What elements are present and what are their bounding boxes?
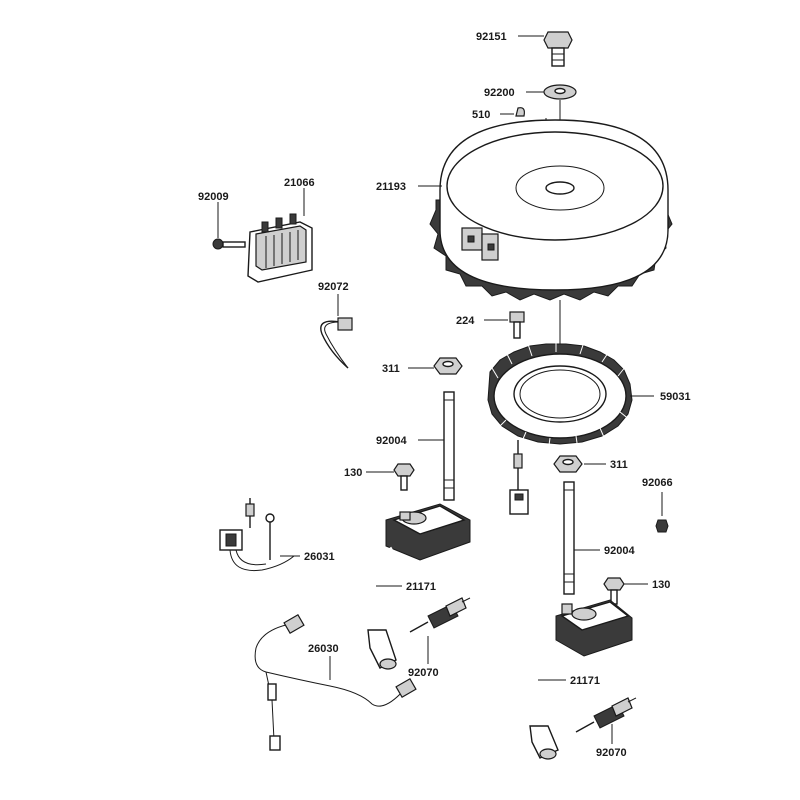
- callout-311-left: 311: [382, 363, 400, 375]
- bolt-224: [509, 311, 525, 339]
- bolt-130-right: [603, 577, 625, 605]
- wire-harness-26031: [219, 498, 295, 572]
- bolt-92151: [543, 31, 573, 67]
- nut-311-right: [553, 455, 583, 473]
- callout-130-left: 130: [344, 467, 362, 479]
- callout-21066: 21066: [284, 177, 315, 189]
- stud-92004-right: [563, 481, 575, 595]
- callout-92200: 92200: [484, 87, 515, 99]
- callout-224: 224: [456, 315, 475, 327]
- callout-92009: 92009: [198, 191, 229, 203]
- callout-92004-right: 92004: [604, 545, 635, 557]
- callout-26031: 26031: [304, 551, 335, 563]
- bolt-130-left: [393, 463, 415, 491]
- stud-92004-left: [443, 391, 455, 501]
- washer-92200: [543, 84, 577, 100]
- wire-harness-26030: [254, 613, 417, 751]
- callout-26030: 26030: [308, 643, 339, 655]
- callout-311-right: 311: [610, 459, 628, 471]
- callout-510: 510: [472, 109, 490, 121]
- callout-92070-left: 92070: [408, 667, 439, 679]
- regulator-21066: [247, 213, 313, 283]
- woodruff-key-510: [515, 107, 525, 117]
- callout-21193: 21193: [376, 181, 406, 193]
- callout-92004-left: 92004: [376, 435, 407, 447]
- callout-92072: 92072: [318, 281, 349, 293]
- ignition-coil-21171-right: [529, 599, 633, 760]
- nut-311-left: [433, 357, 463, 375]
- ignition-coil-21171-left: [367, 503, 471, 670]
- callout-59031: 59031: [660, 391, 691, 403]
- spark-plug-92070-right: [575, 697, 637, 733]
- nut-92066: [655, 519, 669, 533]
- clamp-92072: [320, 317, 353, 369]
- callout-130-right: 130: [652, 579, 670, 591]
- spark-plug-92070-left: [409, 597, 471, 633]
- callout-21171-left: 21171: [406, 581, 436, 593]
- callout-92070-right: 92070: [596, 747, 627, 759]
- callout-21171-right: 21171: [570, 675, 600, 687]
- callout-92066: 92066: [642, 477, 673, 489]
- screw-92009: [212, 238, 246, 250]
- stator-59031: [487, 340, 633, 515]
- flywheel-21193: [429, 119, 673, 301]
- callout-92151: 92151: [476, 31, 507, 43]
